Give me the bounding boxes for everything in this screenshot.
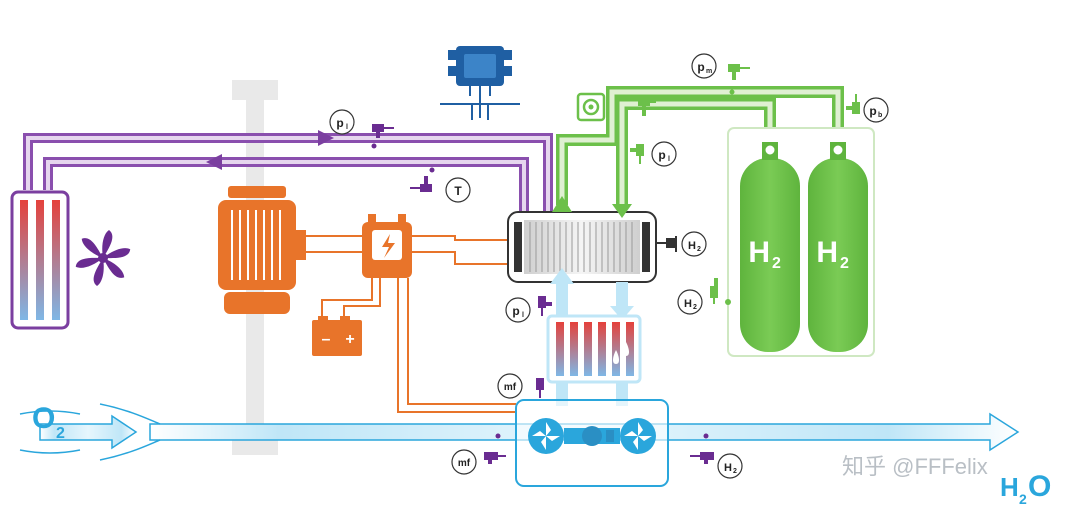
- oxygen-inlet-label: O 2: [32, 402, 65, 442]
- sensor-probe-icon: [656, 236, 677, 252]
- svg-text:p: p: [336, 116, 343, 130]
- svg-text:O: O: [32, 402, 55, 435]
- svg-text:m: m: [706, 68, 712, 75]
- compressor-unit: [515, 399, 669, 487]
- sensor-probe-icon: [630, 144, 644, 164]
- sensor-probe-icon: [690, 433, 714, 464]
- svg-text:2: 2: [56, 425, 65, 442]
- sensor-label-temperature: T: [445, 177, 471, 203]
- hydrogen-tank-2: H 2: [808, 142, 868, 352]
- sensor-label-h2-stack: H 2: [681, 231, 707, 257]
- tank-1-label-sub: 2: [772, 255, 781, 272]
- svg-text:2: 2: [693, 304, 697, 311]
- svg-text:2: 2: [1019, 491, 1027, 507]
- svg-text:H: H: [1000, 472, 1019, 502]
- fan-icon: [75, 230, 131, 286]
- sensor-probe-icon: [371, 124, 394, 149]
- air-stack-connections: [550, 268, 634, 320]
- lightning-icon: [382, 234, 395, 258]
- sensor-probe-icon: [410, 167, 435, 192]
- battery: – +: [312, 316, 362, 356]
- svg-text:p: p: [512, 304, 519, 318]
- coolant-loop: [23, 130, 553, 215]
- svg-text:2: 2: [697, 246, 701, 253]
- hydrogen-piping: [556, 86, 844, 205]
- sensor-label-h2-exhaust: H 2: [717, 453, 743, 479]
- sensor-probe-icon: [484, 433, 506, 464]
- fuel-cell-stack: [507, 211, 657, 283]
- electric-motor: [218, 186, 306, 314]
- coolant-arrow-left: [206, 154, 222, 170]
- tank-2-label-sub: 2: [840, 255, 849, 272]
- svg-text:mf: mf: [504, 382, 517, 393]
- battery-plus-label: +: [345, 331, 354, 348]
- svg-text:p: p: [658, 148, 665, 162]
- svg-text:l: l: [346, 124, 348, 131]
- sensor-label-p-b: p b: [863, 97, 889, 123]
- water-outlet-label: H 2 O: [1000, 470, 1051, 507]
- h2-inflow-arrow: [612, 204, 632, 218]
- dc-converter: [362, 214, 412, 278]
- radiator: [10, 190, 70, 330]
- svg-text:O: O: [1028, 470, 1051, 503]
- sensor-symbols: [371, 64, 860, 464]
- sensor-label-mf-bottom: mf: [451, 449, 477, 475]
- hydrogen-tank-1: H 2: [740, 142, 800, 352]
- svg-text:mf: mf: [458, 458, 471, 469]
- coolant-arrow-right: [318, 130, 334, 146]
- sensor-label-p-m: p m: [691, 53, 717, 79]
- sensor-label-p-top: p l: [329, 109, 355, 135]
- electric-wiring: [306, 235, 516, 413]
- water-drop-icon: [613, 350, 619, 364]
- svg-text:H: H: [684, 298, 692, 310]
- sensor-label-mf-top: mf: [497, 373, 523, 399]
- svg-text:l: l: [522, 312, 524, 319]
- battery-minus-label: –: [322, 331, 331, 348]
- sensor-probe-icon: [846, 94, 860, 114]
- h2-outflow-arrow: [552, 196, 572, 212]
- sensor-probe-icon: [638, 98, 656, 116]
- sensor-probe-icon: [728, 64, 750, 95]
- controller-unit: [440, 46, 520, 120]
- svg-text:2: 2: [733, 468, 737, 475]
- sensor-label-p-humidifier: p l: [505, 297, 531, 323]
- humidifier: [546, 314, 642, 384]
- sensor-label-h2-tank-valve: H 2: [677, 289, 703, 315]
- svg-text:l: l: [668, 156, 670, 163]
- svg-text:b: b: [878, 112, 882, 119]
- sensor-probe-icon: [536, 378, 544, 398]
- svg-text:T: T: [454, 184, 462, 198]
- e-motor-compressor-icon: [582, 426, 602, 446]
- tank-2-label: H: [816, 236, 838, 269]
- svg-text:p: p: [869, 104, 876, 118]
- sensor-probe-icon: [538, 296, 552, 316]
- svg-text:H: H: [724, 462, 732, 474]
- tank-1-label: H: [748, 236, 770, 269]
- sensor-label-p-right: p l: [651, 141, 677, 167]
- watermark: 知乎 @FFFelix: [842, 454, 988, 479]
- sensor-probe-icon: [710, 278, 731, 305]
- svg-text:p: p: [697, 60, 704, 74]
- pressure-regulator-icon: [576, 92, 606, 122]
- svg-text:H: H: [688, 240, 696, 252]
- water-drop-icon: [623, 342, 629, 356]
